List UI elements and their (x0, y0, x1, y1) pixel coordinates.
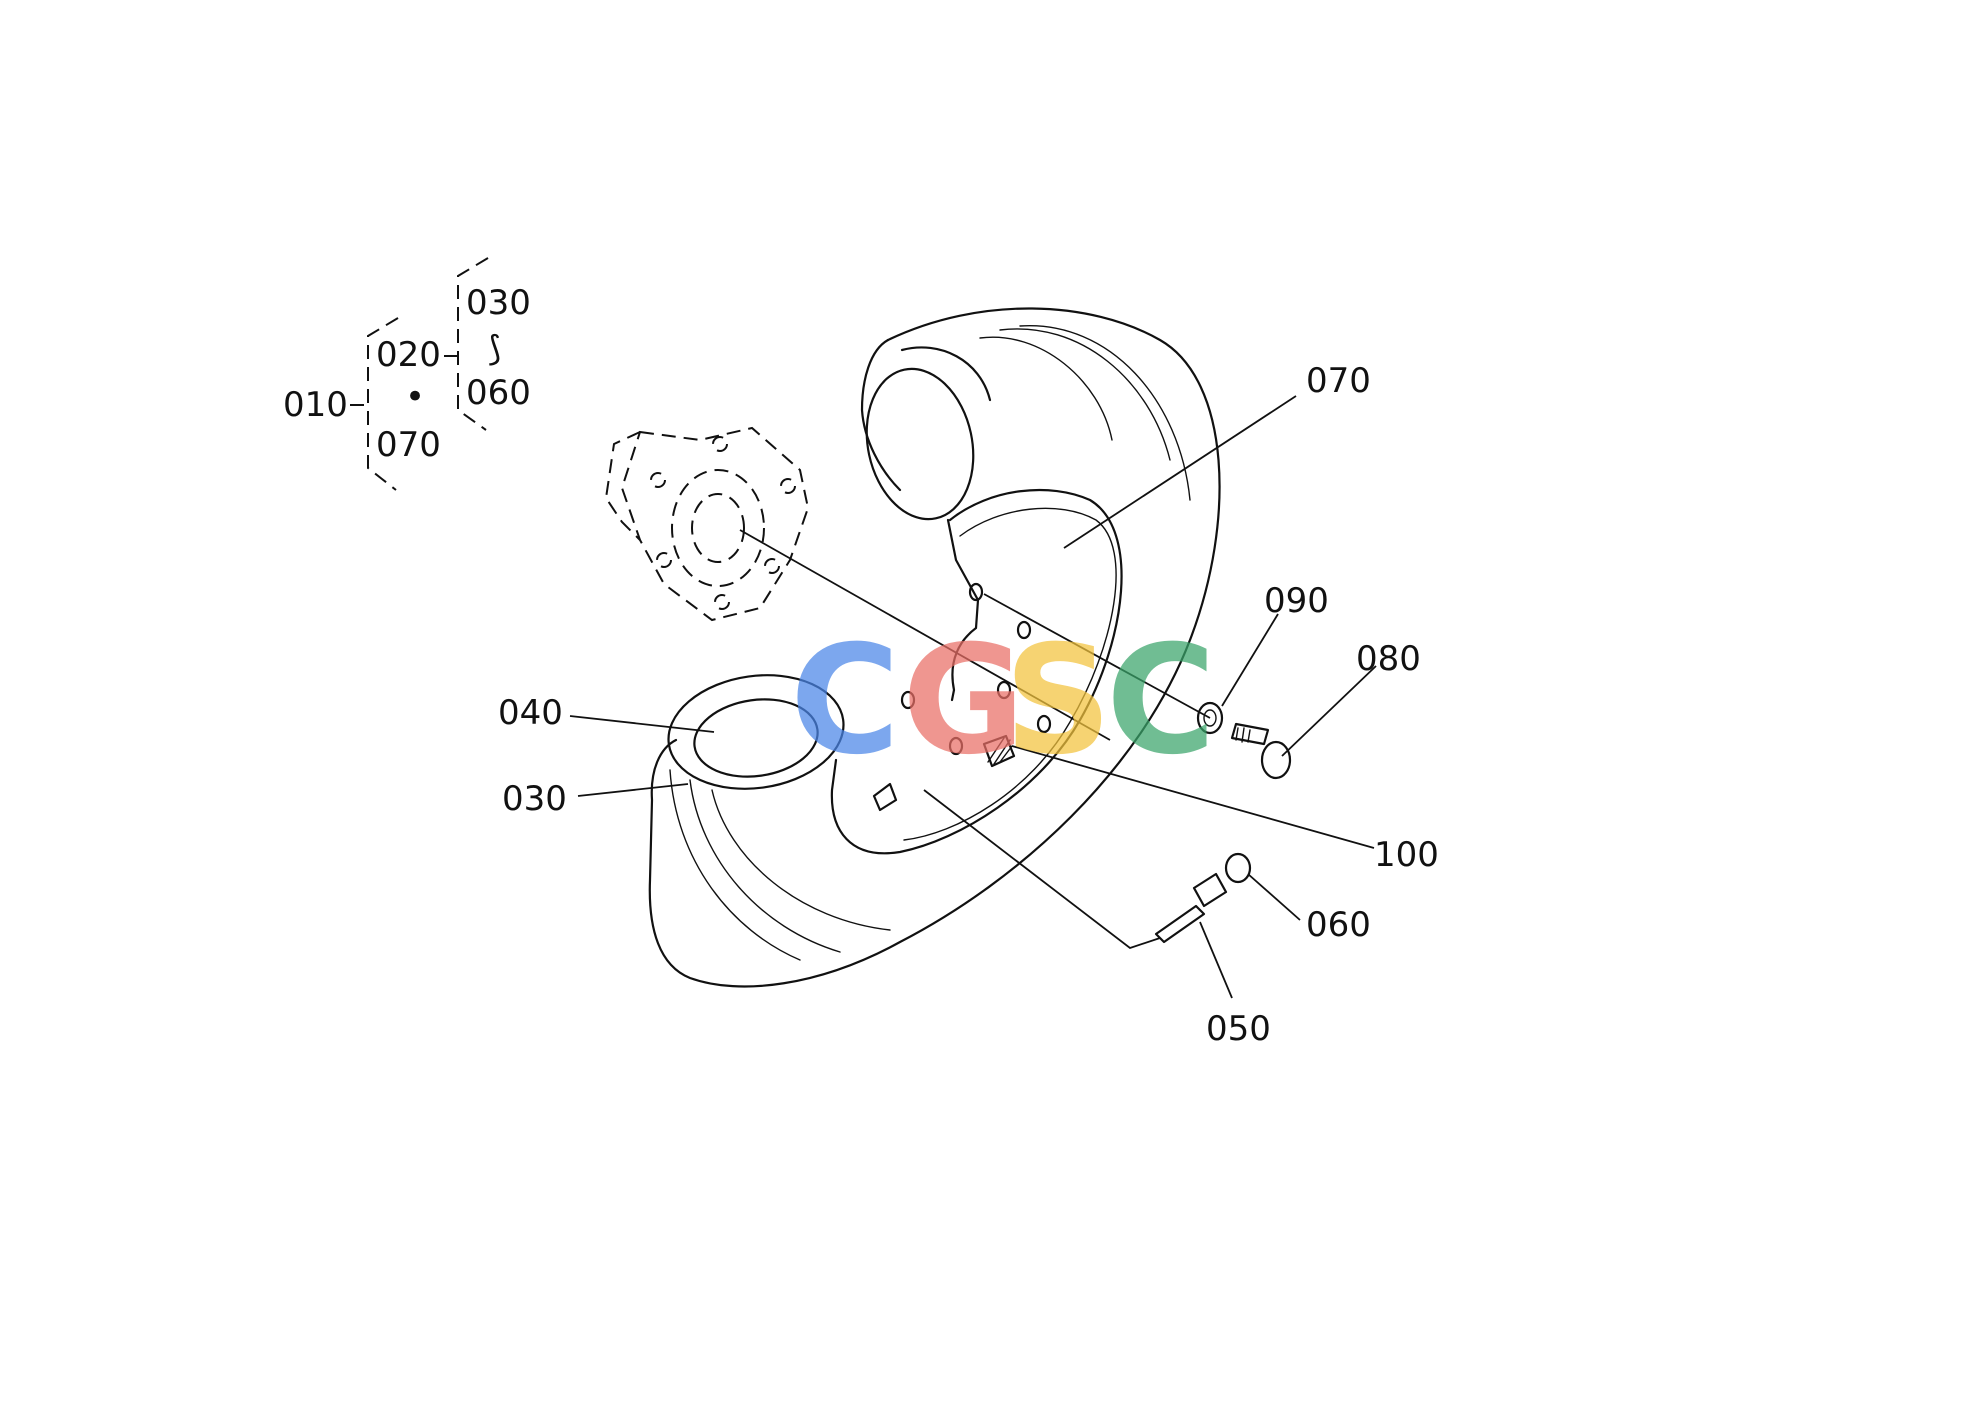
disc-stud-hole (968, 582, 984, 602)
tube-bottom-section (693, 698, 819, 778)
disc-stud-hole (996, 680, 1012, 700)
tire-top-tread (900, 346, 992, 402)
washer-hole (1203, 709, 1217, 727)
hardware-parts (1154, 701, 1292, 944)
valve-threaded-part (1192, 872, 1228, 908)
callout-030: 030 (502, 779, 567, 819)
leader-060 (1247, 873, 1301, 921)
leader-090 (1221, 613, 1279, 707)
valve-cap (1224, 852, 1252, 884)
watermark-letter-g: G (902, 614, 1025, 788)
disc-stud-hole (1016, 620, 1032, 640)
tree-other-label: 070 (376, 425, 441, 465)
valve-body (1154, 904, 1206, 944)
tree-root-label: 010 (283, 385, 348, 425)
disc-stud-hole (948, 736, 964, 756)
wheel-tire-drawing (648, 307, 1221, 988)
tire-tread-line (669, 769, 801, 961)
disc-stud-hole (1036, 714, 1052, 734)
hub-flange-shaft (604, 431, 641, 541)
hatch-lines (987, 737, 1013, 765)
hub-bolt-hole (656, 552, 672, 568)
tire-tread-line (1019, 325, 1191, 501)
leader-100 (1011, 745, 1375, 849)
leader-030 (577, 783, 689, 797)
hatched-block (982, 734, 1016, 768)
tire-top-end (860, 338, 902, 492)
leader-080 (1281, 665, 1377, 757)
callout-100: 100 (1374, 835, 1439, 875)
leader-040 (569, 715, 715, 733)
tire-tread-line (979, 336, 1113, 441)
tire-top-section (865, 367, 975, 521)
rim-center-plate (946, 518, 980, 702)
tree-child-label: 020 (376, 335, 441, 375)
tire-bottom-section (667, 674, 845, 790)
valve-stem-base (872, 782, 898, 812)
tree-bracket-left (367, 317, 399, 491)
hub-flange-drawing (604, 426, 810, 622)
watermark-letter-c: C (790, 614, 900, 788)
hub-bolt-hole (714, 594, 730, 610)
tree-range-end: 060 (466, 373, 531, 413)
watermark-letter-c2: C (1106, 614, 1216, 788)
tree-bracket-right (457, 257, 489, 431)
tree-range-sep: ⟆ (488, 329, 501, 369)
leader-070 (1063, 395, 1297, 549)
leader-valve-axis (923, 789, 1161, 950)
hub-flange-inner-bore (691, 493, 745, 563)
rim-disc-inner-edge (903, 507, 1117, 841)
watermark-letter-s: S (1004, 614, 1112, 788)
rim-disc-edge (830, 488, 1123, 855)
tree-range-start: 030 (466, 283, 531, 323)
callout-070: 070 (1306, 361, 1371, 401)
tire-tread-line (711, 789, 891, 931)
hub-bolt-hole (650, 472, 666, 488)
hub-bolt-hole (712, 436, 728, 452)
disc-stud-hole (900, 690, 916, 710)
tire-tread-line (689, 779, 841, 953)
tire-tread-line (999, 328, 1171, 461)
leader-hub-axis (739, 529, 1111, 741)
callout-040: 040 (498, 693, 563, 733)
watermark: C G S C (790, 614, 1216, 788)
leader-disc-axis (983, 593, 1211, 719)
hub-bolt-hole (764, 558, 780, 574)
leader-050 (1199, 921, 1233, 999)
washer-part (1196, 701, 1224, 735)
callout-050: 050 (1206, 1009, 1271, 1049)
bolt-thread (1235, 727, 1251, 743)
hub-flange-outline (620, 426, 810, 622)
tree-dot: • (405, 377, 425, 417)
callout-090: 090 (1264, 581, 1329, 621)
tire-outer-profile (648, 307, 1221, 988)
callout-080: 080 (1356, 639, 1421, 679)
bolt-shank (1230, 722, 1270, 746)
callout-060: 060 (1306, 905, 1371, 945)
bolt-head (1260, 740, 1292, 780)
leader-lines (569, 395, 1377, 999)
assembly-tree: 010 020 • 070 030 ⟆ 060 (283, 257, 531, 491)
hub-bolt-hole (780, 478, 796, 494)
callout-labels: 070 090 080 040 030 100 060 050 (498, 361, 1439, 1049)
hub-flange-bore (671, 469, 765, 587)
